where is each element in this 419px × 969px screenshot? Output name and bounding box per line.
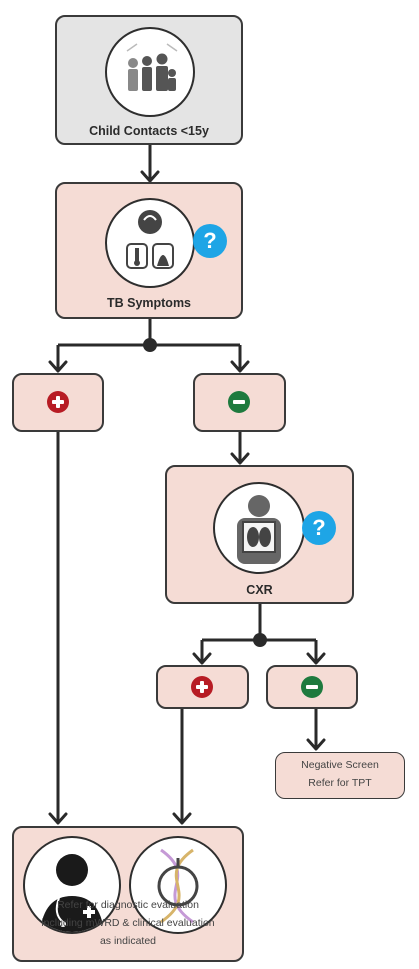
symptoms-icon <box>105 198 195 288</box>
plus-icon <box>47 391 69 413</box>
plus-icon <box>191 676 213 698</box>
negative-screen-line1: Negative Screen <box>301 759 379 771</box>
chest-xray-icon <box>213 482 305 574</box>
dna-test-icon <box>129 836 227 934</box>
tb-symptoms-node: ? TB Symptoms <box>55 182 243 319</box>
symptoms-negative-box <box>193 373 286 432</box>
refer-text-line1: Refer for diagnostic evaluation <box>57 899 199 911</box>
cxr-negative-box <box>266 665 358 709</box>
cxr-label: CXR <box>246 583 273 597</box>
minus-icon <box>301 676 323 698</box>
child-contacts-node: Child Contacts <15y <box>55 15 243 145</box>
symptoms-positive-box <box>12 373 104 432</box>
cxr-positive-box <box>156 665 249 709</box>
tb-symptoms-label: TB Symptoms <box>106 296 192 310</box>
refer-text-line2: including mWRD & clinical evaluation <box>41 917 215 929</box>
refer-text-line3: as indicated <box>99 935 157 947</box>
negative-screen-node: Negative Screen Refer for TPT <box>275 752 405 799</box>
help-icon[interactable]: ? <box>193 224 227 258</box>
cxr-node: ? CXR <box>165 465 354 604</box>
doctor-icon <box>23 836 121 934</box>
refer-diagnostic-node: Refer for diagnostic evaluation includin… <box>12 826 244 962</box>
negative-screen-line2: Refer for TPT <box>308 777 372 789</box>
help-icon[interactable]: ? <box>302 511 336 545</box>
minus-icon <box>228 391 250 413</box>
child-contacts-label: Child Contacts <15y <box>89 124 209 138</box>
family-icon <box>105 27 195 117</box>
